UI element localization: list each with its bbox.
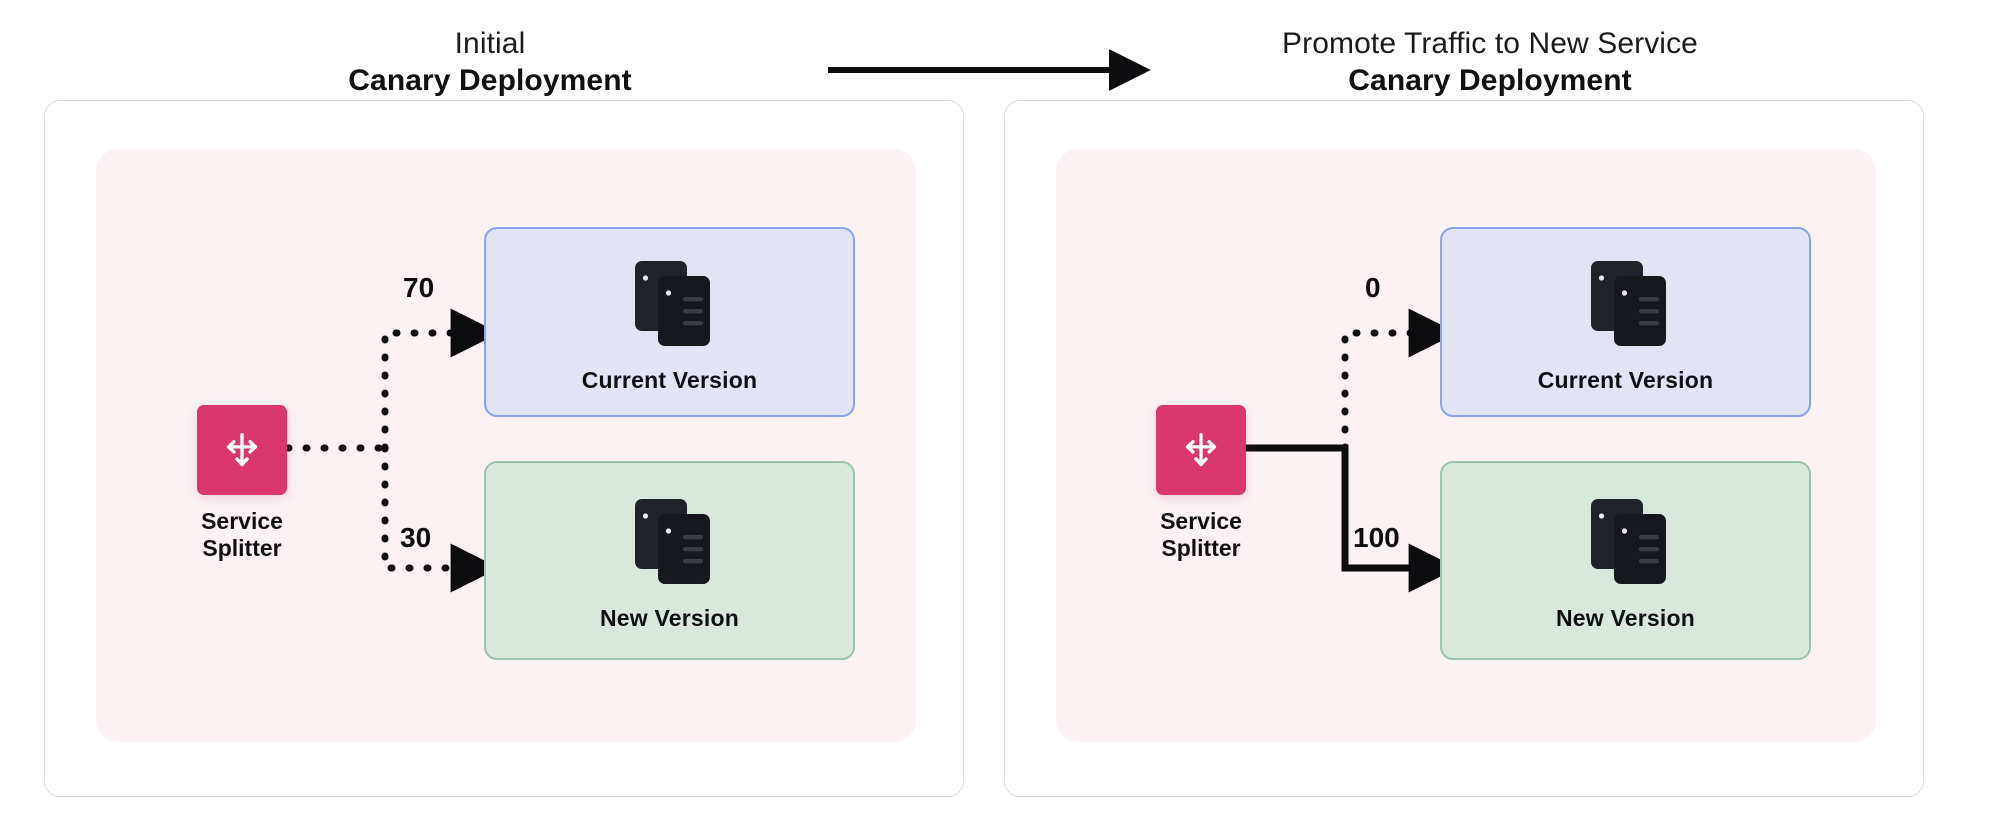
- server-stack-icon: [1574, 251, 1678, 355]
- right-service-splitter[interactable]: [1156, 405, 1246, 495]
- right-service-splitter-label: Service Splitter: [1160, 508, 1242, 562]
- right-service-splitter-box[interactable]: [1156, 405, 1246, 495]
- left-current-version-label: Current Version: [581, 366, 758, 393]
- left-service-splitter-label: Service Splitter: [201, 508, 283, 562]
- left-service-splitter-box[interactable]: [197, 405, 287, 495]
- left-panel-title: Initial Canary Deployment: [180, 26, 800, 100]
- left-new-version-label: New Version: [600, 605, 739, 631]
- right-current-version-box[interactable]: Current Version: [1440, 227, 1811, 417]
- server-stack-icon: [1574, 489, 1678, 593]
- right-title-main: Canary Deployment: [1348, 64, 1632, 97]
- right-panel-card: [1004, 100, 1924, 797]
- arrows-split-icon: [1185, 432, 1217, 467]
- left-title-main: Canary Deployment: [348, 64, 632, 97]
- left-panel-card: [44, 100, 964, 797]
- left-splitter-label-line1: Service: [201, 508, 283, 534]
- server-stack-icon: [618, 489, 722, 593]
- left-new-version-box[interactable]: New Version: [484, 461, 855, 660]
- right-weight-current-version: 0: [1365, 272, 1381, 303]
- left-title-subtitle: Initial: [454, 27, 526, 60]
- arrows-split-icon: [226, 432, 258, 467]
- right-new-version-label: New Version: [1556, 605, 1695, 631]
- left-weight-current-version: 70: [403, 272, 435, 303]
- right-current-version-label: Current Version: [1537, 366, 1714, 393]
- right-panel-title: Promote Traffic to New Service Canary De…: [1160, 26, 1820, 100]
- server-stack-icon: [618, 251, 722, 355]
- right-splitter-label-line1: Service: [1160, 508, 1242, 534]
- left-current-version-box[interactable]: Current Version: [484, 227, 855, 417]
- left-weight-new-version: 30: [400, 522, 432, 553]
- left-service-splitter[interactable]: [197, 405, 287, 495]
- right-weight-new-version: 100: [1353, 522, 1400, 553]
- right-splitter-label-line2: Splitter: [1161, 535, 1241, 562]
- right-new-version-box[interactable]: New Version: [1440, 461, 1811, 660]
- left-splitter-label-line2: Splitter: [202, 535, 282, 562]
- right-title-subtitle: Promote Traffic to New Service: [1282, 27, 1698, 60]
